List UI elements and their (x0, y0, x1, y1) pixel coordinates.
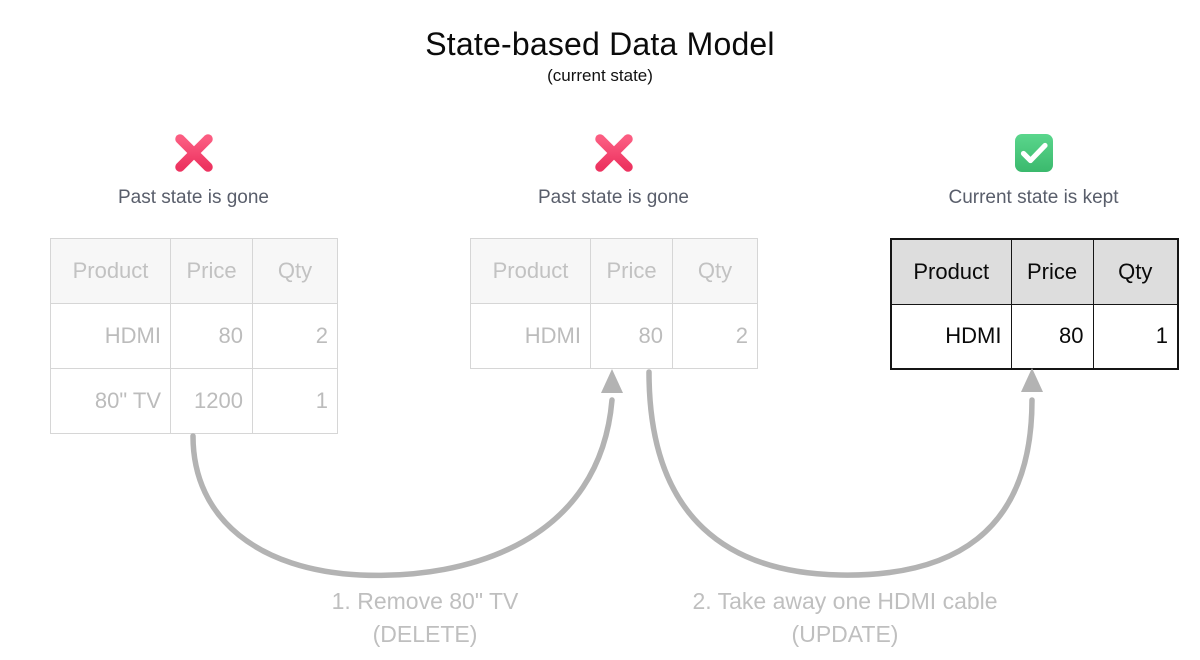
page-title: State-based Data Model (425, 26, 775, 62)
delete-caption-line1: 1. Remove 80" TV (331, 588, 519, 614)
table-row: HDMI 80 2 (50, 303, 338, 369)
column-header-product: Product (890, 238, 1012, 305)
table-row: 80" TV 1200 1 (50, 368, 338, 434)
update-caption: 2. Take away one HDMI cable (UPDATE) (620, 585, 1070, 650)
column-header-product: Product (470, 238, 591, 304)
column-header-price: Price (590, 238, 673, 304)
column-header-qty: Qty (672, 238, 758, 304)
table-header-row: Product Price Qty (470, 238, 758, 304)
page-subtitle: (current state) (547, 66, 653, 85)
cell-product: HDMI (470, 303, 591, 369)
column-header-price: Price (1010, 238, 1094, 305)
table-past-state-1: Product Price Qty HDMI 80 2 80" TV 1200 … (50, 238, 338, 434)
column-header-price: Price (170, 238, 253, 304)
cell-qty: 1 (252, 368, 338, 434)
cell-product: HDMI (50, 303, 171, 369)
cell-qty: 2 (672, 303, 758, 369)
cell-qty: 2 (252, 303, 338, 369)
check-mark-icon (890, 124, 1177, 182)
update-caption-line1: 2. Take away one HDMI cable (692, 588, 998, 614)
cross-mark-icon (470, 124, 757, 182)
panel-current-state: Current state is kept (890, 124, 1177, 209)
table-past-state-2: Product Price Qty HDMI 80 2 (470, 238, 758, 369)
table-row: HDMI 80 2 (470, 303, 758, 369)
column-header-qty: Qty (1092, 238, 1179, 305)
table-row: HDMI 80 1 (890, 303, 1179, 370)
cell-price: 80 (170, 303, 253, 369)
cell-price: 80 (590, 303, 673, 369)
table-current-state: Product Price Qty HDMI 80 1 (890, 238, 1179, 370)
panel-label-current: Current state is kept (948, 187, 1119, 208)
arrow-update-head (1021, 368, 1043, 392)
column-header-product: Product (50, 238, 171, 304)
table-header-row: Product Price Qty (890, 238, 1179, 305)
delete-caption: 1. Remove 80" TV (DELETE) (275, 585, 575, 650)
cell-product: 80" TV (50, 368, 171, 434)
panel-past-state-2: Past state is gone (470, 124, 757, 209)
cell-product: HDMI (890, 303, 1012, 370)
panel-label-past-2: Past state is gone (537, 187, 690, 208)
column-header-qty: Qty (252, 238, 338, 304)
cell-qty: 1 (1092, 303, 1179, 370)
table-header-row: Product Price Qty (50, 238, 338, 304)
cell-price: 1200 (170, 368, 253, 434)
cell-price: 80 (1010, 303, 1094, 370)
arrow-delete-head (601, 369, 623, 393)
delete-caption-line2: (DELETE) (372, 620, 478, 647)
update-caption-line2: (UPDATE) (791, 620, 899, 647)
panel-label-past-1: Past state is gone (117, 187, 270, 208)
arrow-update-path (646, 369, 1035, 578)
panel-past-state-1: Past state is gone (50, 124, 337, 209)
cross-mark-icon (50, 124, 337, 182)
